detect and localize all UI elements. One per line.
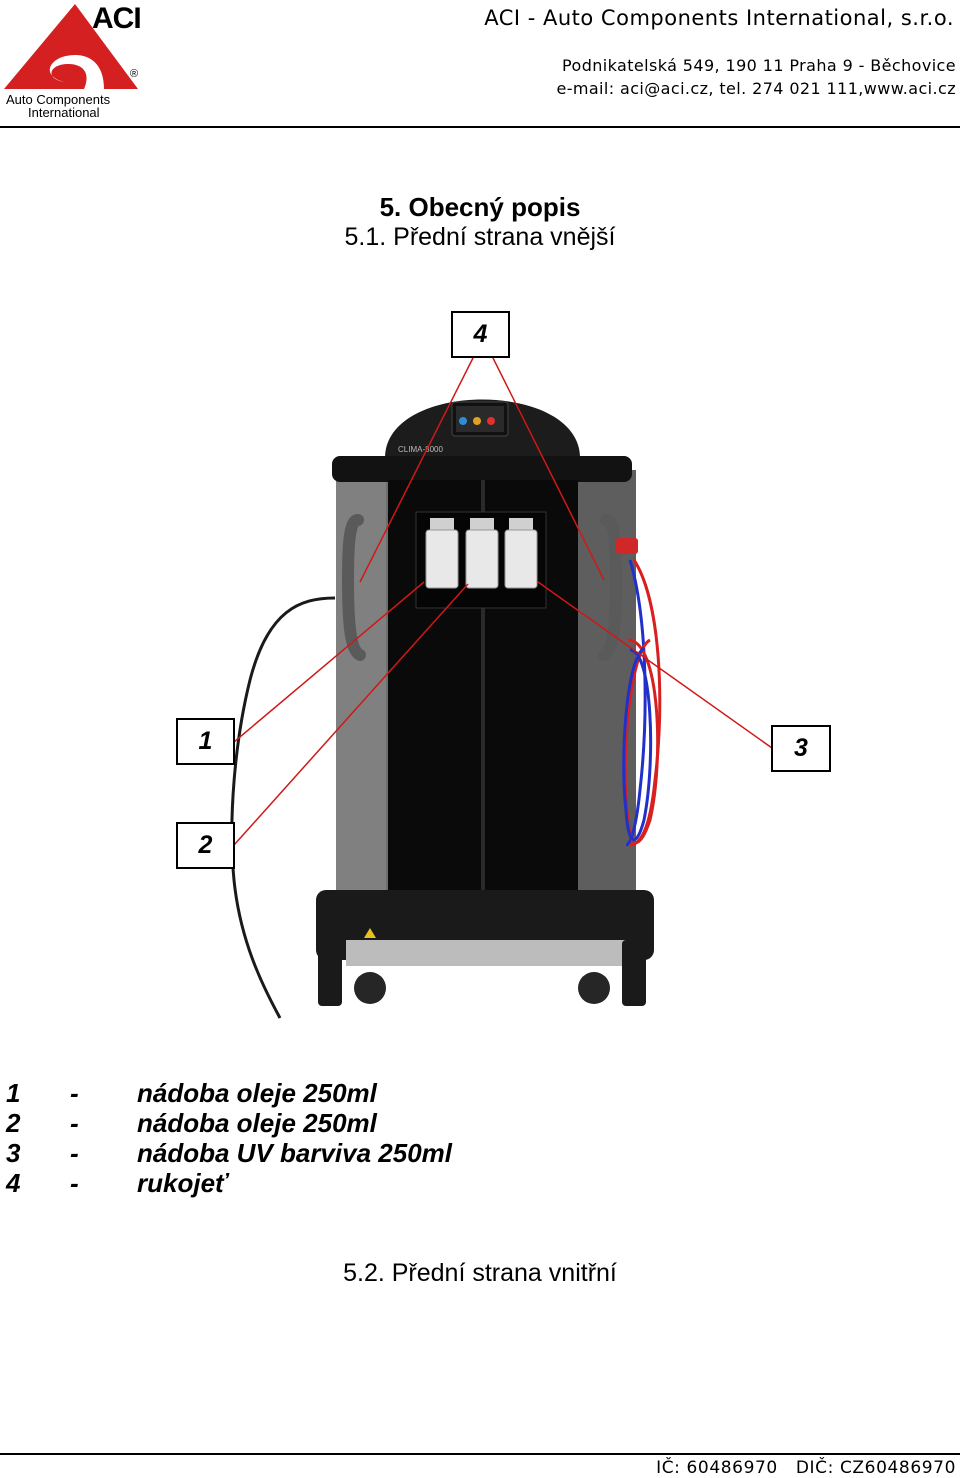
left-handle [341,514,366,661]
company-name: ACI - Auto Components International, s.r… [484,6,954,30]
warning-icon [364,928,376,938]
legend-num-3: 3 [6,1138,21,1168]
logo-subtitle-line1: Auto Components [6,92,111,107]
callout-2: 2 [176,822,235,869]
top-lid [332,456,632,482]
callout-1: 1 [176,718,235,765]
legend-dash-3: - [70,1138,79,1168]
footer-divider [0,1453,960,1455]
legend-num-4: 4 [6,1168,21,1198]
oil-bottle-1 [425,518,459,589]
legend-num-2: 2 [6,1108,21,1138]
legend-dash-1: - [70,1078,79,1108]
company-address: Podnikatelská 549, 190 11 Praha 9 - Běch… [562,56,956,75]
left-wheel-guard [318,940,342,1006]
machine-illustration: CLIMA-8000 [230,355,773,1019]
legend-dash-2: - [70,1108,79,1138]
logo-wordmark: ACI [92,2,142,35]
subsection-title: 5.1. Přední strana vnější [344,223,616,251]
legend-text-4: rukojeť [137,1168,228,1198]
company-dic: DIČ: CZ60486970 [795,1458,956,1478]
oil-bottle-2 [465,518,499,589]
company-contact: e-mail: aci@aci.cz, tel. 274 021 111,www… [556,79,956,98]
registered-mark: ® [130,68,139,80]
footer-ids: IČ: 60486970 DIČ: CZ60486970 [638,1458,956,1478]
legend-dash-4: - [70,1168,79,1198]
right-caster [578,972,610,1004]
company-ico: IČ: 60486970 [656,1458,778,1478]
section-title: 5. Obecný popis [379,192,581,222]
legend-num-1: 1 [6,1078,21,1108]
next-subsection-title: 5.2. Přední strana vnitřní [343,1259,617,1287]
right-handle [598,514,623,661]
uv-dye-bottle [504,518,538,589]
legend-text-1: nádoba oleje 250ml [137,1078,377,1108]
aci-logo [4,4,138,89]
service-hoses [622,559,662,847]
valve-knob [616,538,638,554]
header-divider [0,126,960,128]
power-cable [230,596,336,1019]
legend-text-3: nádoba UV barviva 250ml [137,1138,453,1168]
callout-3: 3 [771,725,831,772]
brand-label: CLIMA-8000 [398,445,443,454]
callout-4: 4 [451,311,510,358]
right-wheel-guard [622,940,646,1006]
leader-lines [233,355,773,846]
left-caster [354,972,386,1004]
logo-subtitle-line2: International [28,105,100,120]
legend-text-2: nádoba oleje 250ml [137,1108,377,1138]
